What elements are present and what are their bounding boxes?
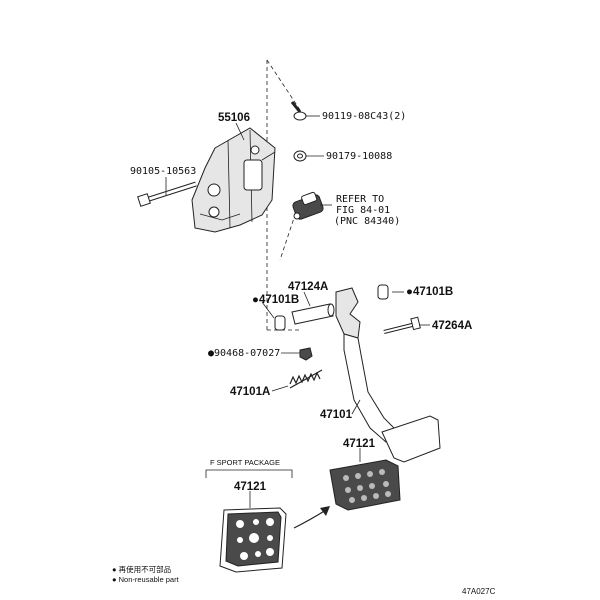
bushing-47101b-left [274, 315, 286, 331]
pedal-lever-47101 [335, 287, 441, 463]
label-47121-right: 47121 [343, 438, 376, 450]
label-47101: 47101 [320, 409, 353, 421]
label-47101b-left: ●47101B [252, 294, 299, 306]
label-90119: 90119-08C43(2) [322, 111, 406, 122]
label-refer-line1: REFER TO [336, 194, 384, 205]
label-47264a: 47264A [432, 320, 472, 332]
label-refer-line3: (PNC 84340) [334, 216, 400, 227]
label-package-title: F SPORT PACKAGE [210, 458, 280, 467]
package-bracket [205, 469, 293, 478]
spring-47101a [289, 369, 323, 389]
label-55106: 55106 [218, 112, 250, 124]
label-47101a: 47101A [230, 386, 270, 398]
label-47101b-right: ●47101B [406, 286, 453, 298]
bolt-90105-10563 [137, 181, 197, 207]
label-47121-left: 47121 [234, 481, 267, 493]
bolt-47264a [383, 316, 421, 334]
label-90179: 90179-10088 [326, 151, 392, 162]
legend-line1: ● 再使用不可部品 [112, 564, 171, 574]
bushing-47101b-right [377, 284, 389, 300]
figure-code: 47A027C [462, 587, 496, 596]
bushing-90179-10088 [293, 150, 307, 162]
label-90105: 90105-10563 [130, 166, 196, 177]
label-90468: ●90468-07027 [208, 348, 280, 359]
label-47124a: 47124A [288, 281, 328, 293]
pedal-bracket-55106 [191, 127, 276, 233]
collar-47124a [291, 303, 335, 325]
label-refer-line2: FIG 84-01 [336, 205, 390, 216]
pedal-pad-47121-left [219, 507, 287, 573]
pedal-pad-47121-right [329, 459, 401, 511]
leader-lines [165, 115, 430, 508]
arrow-icon [293, 506, 330, 529]
clip-90468-07027 [299, 347, 313, 361]
stop-lamp-switch [292, 191, 324, 220]
pin-90119-08c43 [290, 101, 307, 121]
legend-line2: ● Non-reusable part [112, 575, 180, 584]
